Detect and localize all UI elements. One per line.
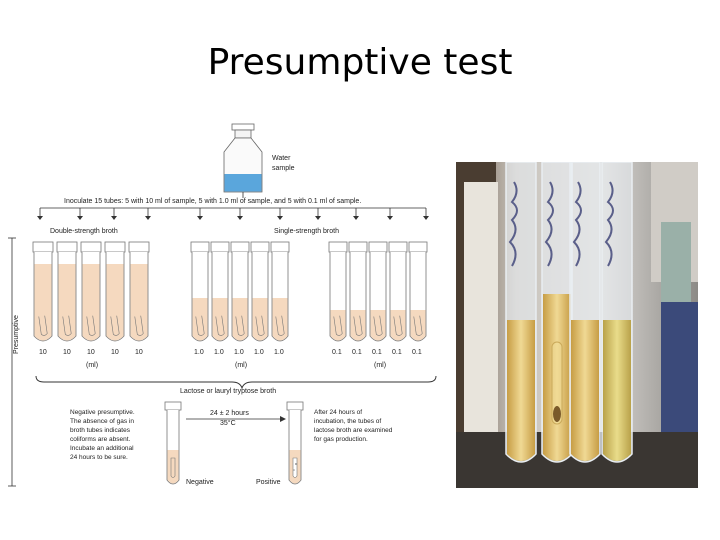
- broth-tube: [271, 242, 289, 341]
- distribution-arrowhead: [237, 216, 243, 220]
- tubes-photo: [456, 162, 698, 488]
- broth-tube: [33, 242, 53, 341]
- tube-volume-label: 10: [63, 349, 71, 356]
- tubes-photo-graphic: [456, 162, 698, 488]
- photo-tube: [506, 162, 536, 462]
- broth-tube: [211, 242, 229, 341]
- photo-tube: [570, 162, 600, 462]
- tube-volume-label: 0.1: [412, 349, 422, 356]
- distribution-arrowhead: [353, 216, 359, 220]
- neg-line-2: The absence of gas in: [70, 418, 134, 425]
- tube-volume-label: 10: [87, 349, 95, 356]
- broth-label: Lactose or lauryl tryptose broth: [180, 388, 276, 395]
- double-broth-label: Double-strength broth: [50, 228, 118, 235]
- distribution-arrows: [37, 208, 429, 220]
- broth-tube: [389, 242, 407, 341]
- incubation-time: 24 ± 2 hours: [210, 410, 249, 417]
- tube-volume-label: 10: [111, 349, 119, 356]
- broth-tube: [369, 242, 387, 341]
- distribution-arrowhead: [111, 216, 117, 220]
- broth-tube: [81, 242, 101, 341]
- distribution-arrowhead: [197, 216, 203, 220]
- neg-line-4: coliforms are absent.: [70, 436, 131, 443]
- broth-tube: [129, 242, 149, 341]
- distribution-arrowhead: [277, 216, 283, 220]
- inoculate-text: Inoculate 15 tubes: 5 with 10 ml of samp…: [64, 198, 361, 205]
- broth-tube: [329, 242, 347, 341]
- photo-tube: [602, 162, 632, 462]
- broth-tube: [105, 242, 125, 341]
- neg-line-3: broth tubes indicates: [70, 427, 131, 434]
- tube-volume-label: 10: [135, 349, 143, 356]
- after-incubation-text: After 24 hours of incubation, the tubes …: [314, 409, 393, 443]
- tube-volume-label: 0.1: [372, 349, 382, 356]
- distribution-arrowhead: [145, 216, 151, 220]
- tube-volume-label: 1.0: [194, 349, 204, 356]
- tube-volume-label: 1.0: [274, 349, 284, 356]
- tube-volume-label: 10: [39, 349, 47, 356]
- tube-rack: 10 10 10 10 10 1.0 1.0 1.0 1.0 1.0 0.1 0.1 0.1 0.1 0.1: [33, 242, 427, 356]
- tube-volume-label: 1.0: [254, 349, 264, 356]
- distribution-arrowhead: [387, 216, 393, 220]
- tube-volume-label: 0.1: [392, 349, 402, 356]
- negative-presumptive-text: Negative presumptive. The absence of gas…: [70, 409, 135, 461]
- distribution-arrowhead: [37, 216, 43, 220]
- broth-brace: [36, 376, 436, 388]
- water-sample-label-2: sample: [272, 165, 295, 172]
- distribution-arrowhead: [315, 216, 321, 220]
- group-unit-01: (ml): [374, 362, 386, 369]
- distribution-arrowhead: [77, 216, 83, 220]
- photo-tube: [542, 162, 572, 462]
- presumptive-test-diagram: Water sample Inoculate 15 tubes: 5 with …: [0, 118, 450, 498]
- broth-tube: [349, 242, 367, 341]
- single-broth-label: Single-strength broth: [274, 228, 339, 235]
- after-line-2: incubation, the tubes of: [314, 418, 381, 425]
- incubation-temp: 35°C: [220, 419, 236, 427]
- broth-tube: [409, 242, 427, 341]
- tube-volume-label: 0.1: [332, 349, 342, 356]
- presumptive-side-label: Presumptive: [13, 315, 20, 354]
- after-line-1: After 24 hours of: [314, 409, 362, 416]
- broth-tube: [231, 242, 249, 341]
- neg-line-1: Negative presumptive.: [70, 409, 135, 416]
- after-line-3: lactose broth are examined: [314, 427, 393, 434]
- distribution-arrowhead: [423, 216, 429, 220]
- positive-label: Positive: [256, 479, 281, 486]
- group-unit-10: (ml): [86, 362, 98, 369]
- broth-tube: [57, 242, 77, 341]
- broth-tube: [251, 242, 269, 341]
- after-line-4: for gas production.: [314, 436, 368, 443]
- neg-line-6: 24 hours to be sure.: [70, 454, 128, 461]
- tube-volume-label: 1.0: [214, 349, 224, 356]
- neg-line-5: Incubate an additional: [70, 445, 134, 452]
- tube-volume-label: 1.0: [234, 349, 244, 356]
- negative-label: Negative: [186, 479, 214, 486]
- water-sample-bottle: [224, 124, 262, 192]
- positive-tube: [287, 402, 303, 484]
- water-sample-label-1: Water: [272, 155, 291, 162]
- broth-tube: [191, 242, 209, 341]
- negative-tube: [165, 402, 181, 484]
- slide-title: Presumptive test: [0, 42, 720, 83]
- group-unit-1: (ml): [235, 362, 247, 369]
- tube-volume-label: 0.1: [352, 349, 362, 356]
